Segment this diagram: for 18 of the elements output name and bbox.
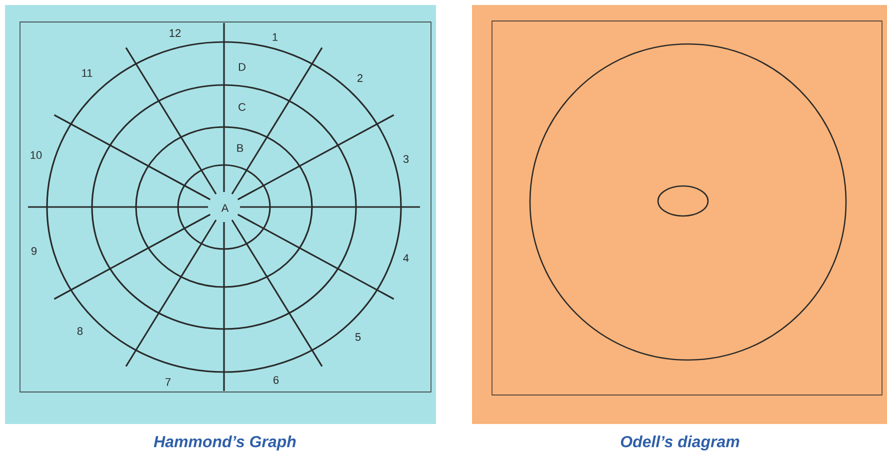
sector-number: 6 xyxy=(274,376,279,384)
ring-letter: B xyxy=(237,144,244,152)
sector-number: 5 xyxy=(355,333,361,341)
sector-number: 7 xyxy=(166,378,170,386)
sector-number: 8 xyxy=(77,327,83,335)
sector-number: 4 xyxy=(403,254,409,262)
sector-number: 11 xyxy=(82,69,92,77)
ring-letter: A xyxy=(221,204,229,212)
caption: Hammond’s Graph xyxy=(154,436,296,450)
sector-number: 9 xyxy=(31,247,37,255)
sector-number: 1 xyxy=(272,33,278,41)
ring-letter: C xyxy=(238,103,246,111)
caption: Odell’s diagram xyxy=(620,436,740,450)
sector-number: 3 xyxy=(403,155,409,163)
sector-number: 2 xyxy=(358,74,362,82)
sector-number: 10 xyxy=(30,151,42,159)
ring-letter: D xyxy=(238,63,246,71)
sector-number: 12 xyxy=(170,29,181,37)
